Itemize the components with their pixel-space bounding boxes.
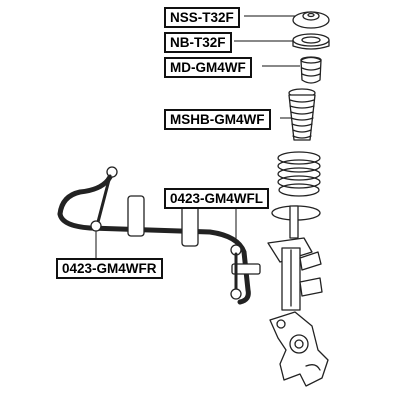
part-label-nb[interactable]: NB-T32F — [164, 32, 232, 53]
part-label-mshb[interactable]: MSHB-GM4WF — [164, 109, 271, 130]
bearing-part — [292, 33, 330, 50]
knuckle-part — [269, 311, 329, 387]
bump-stop-part — [300, 56, 322, 84]
stabilizer-link-right-part — [90, 166, 118, 232]
part-label-link-left[interactable]: 0423-GM4WFL — [164, 188, 270, 209]
coil-spring-part — [277, 151, 321, 197]
strut-part — [267, 205, 323, 311]
top-mount-part — [292, 11, 330, 29]
stabilizer-bar-part — [57, 171, 261, 305]
part-label-md[interactable]: MD-GM4WF — [164, 57, 252, 78]
part-label-link-right[interactable]: 0423-GM4WFR — [56, 258, 163, 279]
dust-boot-part — [288, 88, 316, 141]
leader-lines — [95, 15, 300, 258]
part-label-nss[interactable]: NSS-T32F — [164, 7, 240, 28]
stabilizer-link-left-part — [230, 244, 242, 300]
